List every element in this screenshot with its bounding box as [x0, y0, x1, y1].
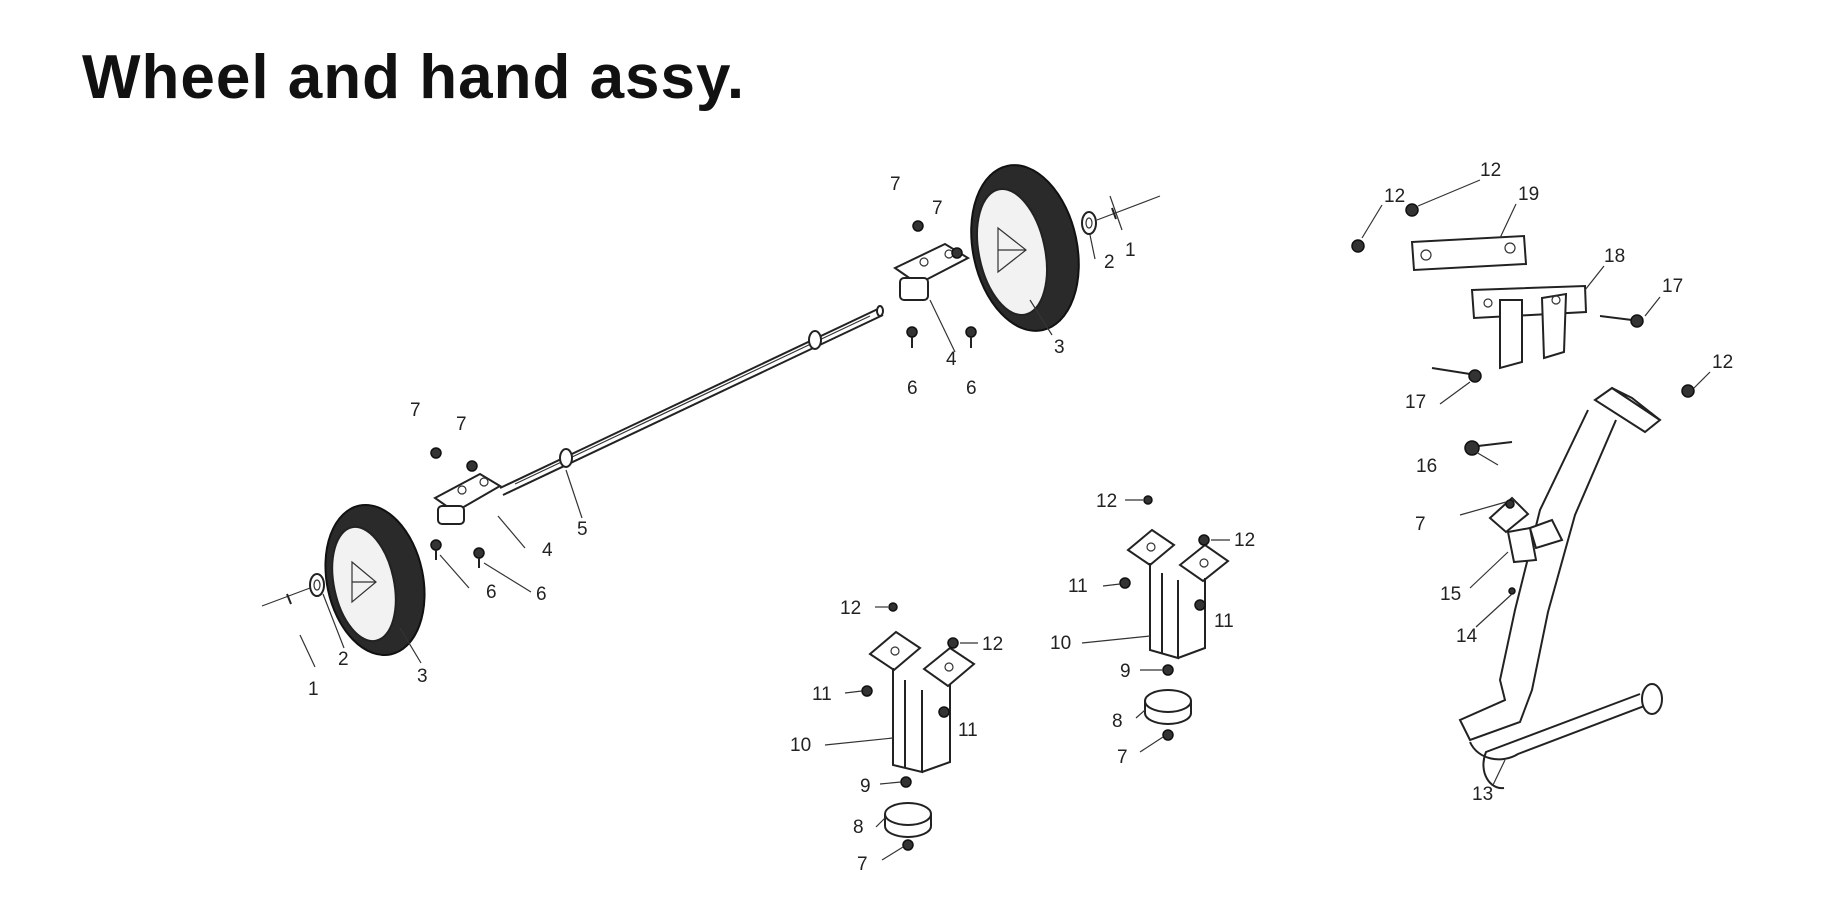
left-bracket-nuts: [430, 447, 478, 472]
right-axle-bracket: [893, 242, 971, 301]
lower-support-leg: [868, 630, 976, 774]
callout-7: 7: [932, 198, 943, 219]
callout-7: 7: [857, 854, 868, 875]
left-bracket-bolts: [430, 539, 485, 568]
callout-11: 11: [812, 684, 832, 705]
callout-6: 6: [536, 584, 547, 605]
handle-plate: [1410, 234, 1528, 272]
callout-2: 2: [338, 649, 349, 670]
callout-12: 12: [1234, 530, 1255, 551]
callout-2: 2: [1104, 252, 1115, 273]
axle-shaft: [499, 305, 884, 496]
lower-leg-nuts: [888, 602, 959, 649]
callout-1: 1: [1125, 240, 1136, 261]
handle-nuts: [1351, 203, 1695, 398]
callout-4: 4: [946, 349, 957, 370]
callout-4: 4: [542, 540, 553, 561]
callout-3: 3: [1054, 337, 1065, 358]
callout-10: 10: [1050, 633, 1071, 654]
left-wheel: [324, 503, 426, 657]
left-axle-pin: [261, 587, 311, 607]
callout-9: 9: [860, 776, 871, 797]
right-wheel: [970, 164, 1080, 332]
callout-15: 15: [1440, 584, 1461, 605]
callout-3: 3: [417, 666, 428, 687]
upper-support-leg: [1126, 528, 1230, 660]
lower-foot-pad: [884, 776, 932, 851]
leader-lines: [299, 179, 1711, 861]
callout-17: 17: [1405, 392, 1426, 413]
callout-6: 6: [907, 378, 918, 399]
handle-bolts: [1431, 314, 1644, 456]
right-axle-pin: [1096, 195, 1161, 221]
callout-11: 11: [958, 720, 978, 741]
handle-tube: [1458, 386, 1663, 790]
callout-5: 5: [577, 519, 588, 540]
callout-10: 10: [790, 735, 811, 756]
left-washer: [309, 573, 325, 597]
callout-7: 7: [456, 414, 467, 435]
callout-9: 9: [1120, 661, 1131, 682]
callout-6: 6: [486, 582, 497, 603]
callout-7: 7: [890, 174, 901, 195]
callout-14: 14: [1456, 626, 1478, 647]
handle-mount-bracket: [1470, 284, 1588, 370]
right-bracket-nuts: [912, 220, 963, 259]
right-washer: [1081, 211, 1097, 235]
callout-12: 12: [1712, 352, 1733, 373]
callout-19: 19: [1518, 184, 1539, 205]
diagram-title: Wheel and hand assy.: [82, 43, 746, 112]
callout-8: 8: [1112, 711, 1123, 732]
right-bracket-bolts: [906, 326, 977, 348]
handle-clamp: [1488, 496, 1564, 595]
left-axle-bracket: [433, 472, 502, 525]
callout-13: 13: [1472, 784, 1493, 805]
callout-7: 7: [410, 400, 421, 421]
upper-foot-pad: [1144, 664, 1192, 741]
callout-17: 17: [1662, 276, 1683, 297]
callout-12: 12: [982, 634, 1003, 655]
upper-leg-nuts: [1143, 495, 1210, 546]
callout-11: 11: [1214, 611, 1234, 632]
callout-6: 6: [966, 378, 977, 399]
callout-18: 18: [1604, 246, 1625, 267]
callout-12: 12: [1480, 160, 1501, 181]
callout-11: 11: [1068, 576, 1088, 597]
callout-7: 7: [1117, 747, 1128, 768]
callout-12: 12: [1096, 491, 1117, 512]
callout-7: 7: [1415, 514, 1426, 535]
callout-12: 12: [1384, 186, 1405, 207]
callout-1: 1: [308, 679, 319, 700]
callout-8: 8: [853, 817, 864, 838]
callout-12: 12: [840, 598, 861, 619]
lower-leg-bolts: [861, 685, 950, 718]
part-callouts: 1 1 2 2 3 3 4 4 5 6 6 6 6 7 7 7 7 7 7 7 …: [308, 160, 1733, 875]
upper-leg-bolts: [1119, 577, 1206, 611]
callout-16: 16: [1416, 456, 1437, 477]
